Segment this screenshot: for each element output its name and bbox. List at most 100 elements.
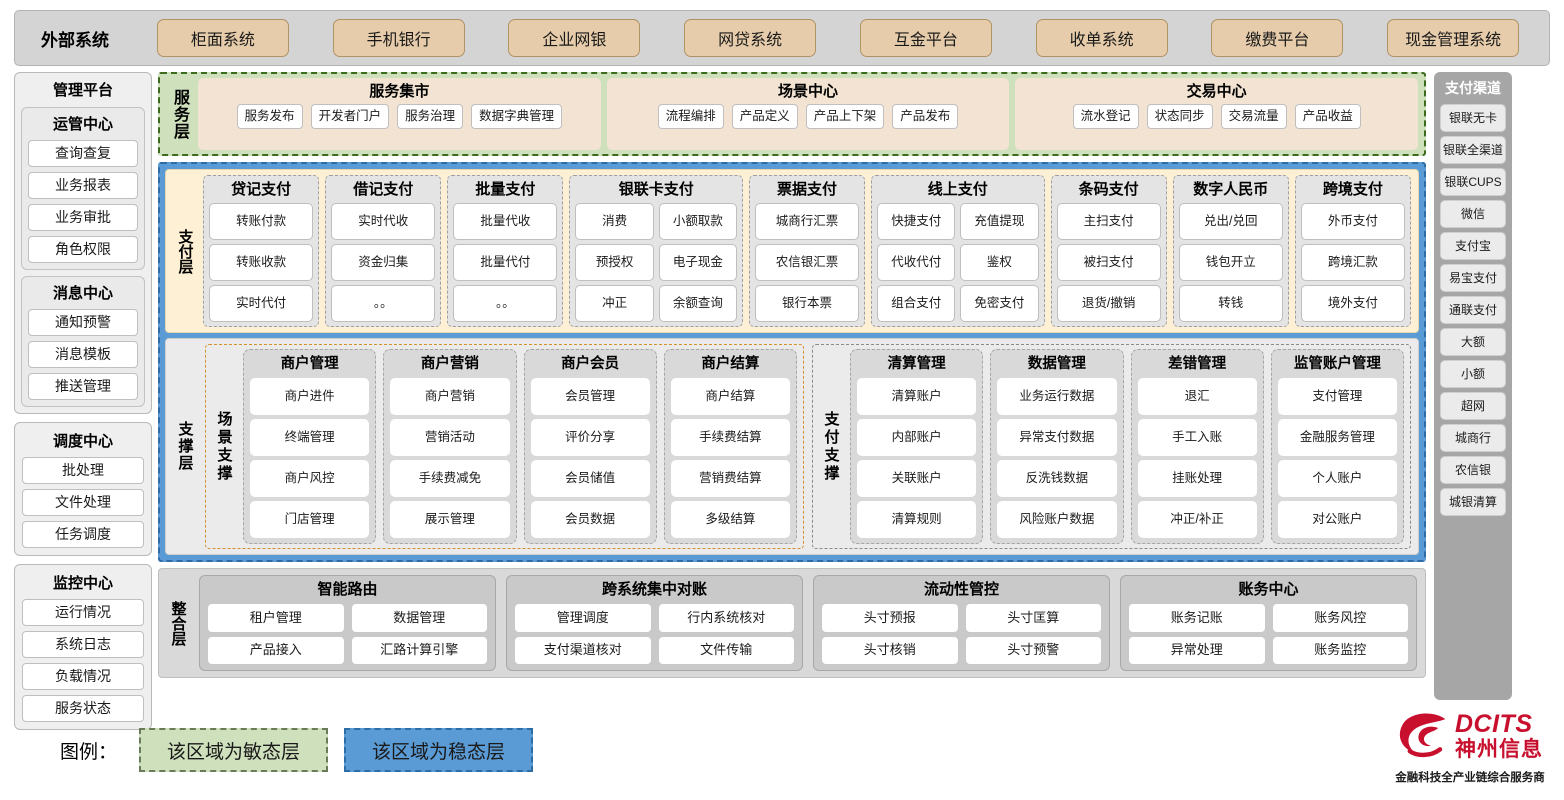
support-tile[interactable]: 挂账处理 <box>1137 460 1257 497</box>
sidebar-item-load-status[interactable]: 负载情况 <box>22 663 144 690</box>
support-tile[interactable]: 异常支付数据 <box>997 419 1117 456</box>
integration-tile[interactable]: 头寸预警 <box>965 636 1101 664</box>
sidebar-item-query[interactable]: 查询查复 <box>28 140 138 167</box>
payment-tile[interactable]: 免密支付 <box>960 285 1039 322</box>
channel-item-unionpay-omnichannel[interactable]: 银联全渠道 <box>1440 136 1506 164</box>
integration-tile[interactable]: 汇路计算引擎 <box>351 636 487 664</box>
service-tile[interactable]: 交易流量 <box>1220 104 1287 129</box>
support-tile[interactable]: 门店管理 <box>250 501 370 538</box>
external-system-item[interactable]: 现金管理系统 <box>1387 19 1520 57</box>
external-system-item[interactable]: 缴费平台 <box>1211 19 1344 57</box>
payment-tile[interactable]: 组合支付 <box>877 285 956 322</box>
channel-item-wechat[interactable]: 微信 <box>1440 200 1506 228</box>
payment-tile[interactable]: 冲正 <box>575 285 654 322</box>
service-tile[interactable]: 开发者门户 <box>310 104 390 129</box>
integration-tile[interactable]: 账务记账 <box>1129 604 1265 632</box>
payment-tile[interactable]: 批量代收 <box>453 203 558 240</box>
support-tile[interactable]: 营销活动 <box>390 419 510 456</box>
payment-tile[interactable]: 代收代付 <box>877 244 956 281</box>
channel-item-large-amount[interactable]: 大额 <box>1440 328 1506 356</box>
support-tile[interactable]: 商户结算 <box>670 378 790 415</box>
support-tile[interactable]: 商户营销 <box>390 378 510 415</box>
sidebar-item-role-permission[interactable]: 角色权限 <box>28 236 138 263</box>
payment-tile[interactable]: 。。 <box>453 285 558 322</box>
integration-tile[interactable]: 数据管理 <box>351 604 487 632</box>
payment-tile[interactable]: 银行本票 <box>754 285 860 322</box>
sidebar-item-batch-processing[interactable]: 批处理 <box>22 457 144 484</box>
sidebar-item-approval[interactable]: 业务审批 <box>28 204 138 231</box>
integration-tile[interactable]: 行内系统核对 <box>658 604 794 632</box>
sidebar-item-push-management[interactable]: 推送管理 <box>28 373 138 400</box>
support-tile[interactable]: 金融服务管理 <box>1277 419 1397 456</box>
integration-tile[interactable]: 租户管理 <box>208 604 344 632</box>
integration-tile[interactable]: 头寸预报 <box>822 604 958 632</box>
support-tile[interactable]: 商户风控 <box>250 460 370 497</box>
service-tile[interactable]: 服务治理 <box>397 104 464 129</box>
service-tile[interactable]: 产品收益 <box>1294 104 1361 129</box>
support-tile[interactable]: 风险账户数据 <box>997 501 1117 538</box>
integration-tile[interactable]: 产品接入 <box>208 636 344 664</box>
channel-item-unionpay-cardless[interactable]: 银联无卡 <box>1440 104 1506 132</box>
support-tile[interactable]: 展示管理 <box>390 501 510 538</box>
payment-tile[interactable]: 快捷支付 <box>877 203 956 240</box>
payment-tile[interactable]: 充值提现 <box>960 203 1039 240</box>
service-tile[interactable]: 产品发布 <box>892 104 959 129</box>
support-tile[interactable]: 营销费结算 <box>670 460 790 497</box>
payment-tile[interactable]: 小额取款 <box>658 203 737 240</box>
support-tile[interactable]: 个人账户 <box>1277 460 1397 497</box>
support-tile[interactable]: 对公账户 <box>1277 501 1397 538</box>
channel-item-rural-credit-bank[interactable]: 农信银 <box>1440 456 1506 484</box>
payment-tile[interactable]: 转钱 <box>1178 285 1283 322</box>
payment-tile[interactable]: 余额查询 <box>658 285 737 322</box>
sidebar-item-file-processing[interactable]: 文件处理 <box>22 489 144 516</box>
payment-tile[interactable]: 城商行汇票 <box>754 203 860 240</box>
support-tile[interactable]: 终端管理 <box>250 419 370 456</box>
channel-item-alipay[interactable]: 支付宝 <box>1440 232 1506 260</box>
payment-tile[interactable]: 消费 <box>575 203 654 240</box>
support-tile[interactable]: 支付管理 <box>1277 378 1397 415</box>
external-system-item[interactable]: 网贷系统 <box>684 19 817 57</box>
payment-tile[interactable]: 退货/撤销 <box>1056 285 1161 322</box>
support-tile[interactable]: 关联账户 <box>857 460 977 497</box>
payment-tile[interactable]: 钱包开立 <box>1178 244 1283 281</box>
service-tile[interactable]: 流水登记 <box>1072 104 1139 129</box>
payment-tile[interactable]: 被扫支付 <box>1056 244 1161 281</box>
support-tile[interactable]: 商户进件 <box>250 378 370 415</box>
service-tile[interactable]: 产品上下架 <box>805 104 885 129</box>
payment-tile[interactable]: 主扫支付 <box>1056 203 1161 240</box>
integration-tile[interactable]: 头寸核销 <box>822 636 958 664</box>
integration-tile[interactable]: 管理调度 <box>515 604 651 632</box>
support-tile[interactable]: 多级结算 <box>670 501 790 538</box>
support-tile[interactable]: 业务运行数据 <box>997 378 1117 415</box>
integration-tile[interactable]: 支付渠道核对 <box>515 636 651 664</box>
sidebar-item-report[interactable]: 业务报表 <box>28 172 138 199</box>
support-tile[interactable]: 评价分享 <box>530 419 650 456</box>
payment-tile[interactable]: 境外支付 <box>1300 285 1405 322</box>
payment-tile[interactable]: 兑出/兑回 <box>1178 203 1283 240</box>
payment-tile[interactable]: 实时代收 <box>331 203 436 240</box>
payment-tile[interactable]: 跨境汇款 <box>1300 244 1405 281</box>
support-tile[interactable]: 冲正/补正 <box>1137 501 1257 538</box>
integration-tile[interactable]: 文件传输 <box>658 636 794 664</box>
payment-tile[interactable]: 实时代付 <box>209 285 314 322</box>
support-tile[interactable]: 清算规则 <box>857 501 977 538</box>
integration-tile[interactable]: 头寸匡算 <box>965 604 1101 632</box>
channel-item-yeepay[interactable]: 易宝支付 <box>1440 264 1506 292</box>
service-tile[interactable]: 产品定义 <box>731 104 798 129</box>
payment-tile[interactable]: 鉴权 <box>960 244 1039 281</box>
external-system-item[interactable]: 企业网银 <box>508 19 641 57</box>
support-tile[interactable]: 会员储值 <box>530 460 650 497</box>
payment-tile[interactable]: 农信银汇票 <box>754 244 860 281</box>
sidebar-item-runtime-status[interactable]: 运行情况 <box>22 599 144 626</box>
support-tile[interactable]: 手续费结算 <box>670 419 790 456</box>
external-system-item[interactable]: 柜面系统 <box>156 19 289 57</box>
payment-tile[interactable]: 转账收款 <box>209 244 314 281</box>
payment-tile[interactable]: 资金归集 <box>331 244 436 281</box>
sidebar-item-message-template[interactable]: 消息模板 <box>28 341 138 368</box>
channel-item-allinpay[interactable]: 通联支付 <box>1440 296 1506 324</box>
channel-item-unionpay-cups[interactable]: 银联CUPS <box>1440 168 1506 196</box>
payment-tile[interactable]: 预授权 <box>575 244 654 281</box>
payment-tile[interactable]: 转账付款 <box>209 203 314 240</box>
support-tile[interactable]: 手续费减免 <box>390 460 510 497</box>
sidebar-item-system-log[interactable]: 系统日志 <box>22 631 144 658</box>
